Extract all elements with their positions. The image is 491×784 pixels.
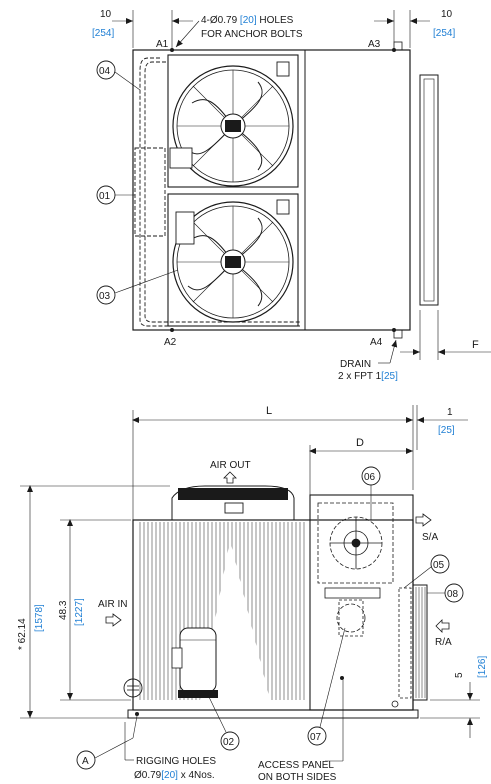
corner-label-a3: A3 [368, 39, 381, 50]
fan-panel-upper [167, 54, 299, 188]
svg-text:05: 05 [433, 560, 445, 571]
marker-a: A [76, 715, 138, 770]
svg-text:A: A [82, 756, 89, 767]
piping-dashed [139, 57, 300, 327]
svg-text:07: 07 [310, 732, 322, 743]
dim-gap-imperial: 1 [447, 407, 453, 418]
svg-text:02: 02 [223, 737, 235, 748]
svg-text:04: 04 [99, 66, 111, 77]
air-in-arrow-icon [105, 613, 122, 627]
callout-01: 01 [96, 185, 135, 205]
supply-air-arrow-icon [415, 513, 432, 527]
base-height-metric: [126] [477, 656, 488, 678]
fan-motor-box-upper [276, 61, 290, 77]
dim-right-imperial: 10 [441, 9, 453, 20]
dim-f-label: F [472, 339, 479, 351]
svg-text:01: 01 [99, 191, 111, 202]
air-out-arrow-icon [223, 471, 237, 484]
rigging-holes-label: RIGGING HOLES [136, 756, 216, 767]
blower-assembly [317, 502, 394, 637]
fan-guard-top [171, 485, 295, 520]
valve-cluster-1 [169, 147, 193, 169]
dim-gap-metric: [25] [438, 425, 455, 436]
corner-label-a2: A2 [164, 337, 177, 348]
access-panel-label: ACCESS PANEL [258, 760, 334, 771]
fan-motor-box-lower [276, 199, 290, 215]
unit-body [132, 519, 414, 711]
callout-06: 06 [361, 466, 381, 520]
anchor-hole-a2 [170, 328, 174, 332]
anchor-hole-a1 [170, 48, 174, 52]
dim-d-label: D [356, 437, 364, 449]
drain-label: DRAIN [340, 359, 371, 370]
blower-compartment [309, 494, 414, 711]
valve-cluster-2 [175, 211, 195, 245]
top-view-outline [132, 49, 411, 331]
component-01-outline [134, 147, 166, 237]
callout-05: 05 [403, 554, 450, 589]
piping-dashed-2 [144, 61, 300, 323]
dim-left-metric: [254] [92, 28, 114, 39]
corner-label-a4: A4 [370, 337, 383, 348]
anchor-holes-note: 4-Ø0.79 [20] HOLES [201, 15, 294, 26]
callout-08: 08 [427, 583, 464, 603]
rigging-hole [135, 712, 139, 716]
base-rail [127, 709, 419, 719]
height-total-metric: [1578] [34, 604, 45, 632]
compressor [171, 627, 218, 698]
svg-text:03: 03 [99, 291, 111, 302]
svg-text:06: 06 [364, 472, 376, 483]
callout-04: 04 [96, 60, 141, 91]
supply-air-label: S/A [422, 532, 438, 543]
height-coil-metric: [1227] [74, 598, 85, 626]
dim-right-metric: [254] [433, 28, 455, 39]
rigging-holes-spec: Ø0.79[20] x 4Nos. [134, 770, 215, 781]
height-coil-imperial: 48.3 [58, 600, 69, 620]
return-air-label: R/A [435, 637, 452, 648]
fan-lower [172, 201, 294, 323]
callout-02: 02 [207, 694, 240, 751]
dim-left-imperial: 10 [100, 9, 112, 20]
air-out-label: AIR OUT [210, 460, 251, 471]
top-view: 10 [254] 10 [254] 4-Ø0.79 [20] HOLES FOR… [92, 9, 491, 382]
anchor-holes-note-line2: FOR ANCHOR BOLTS [201, 29, 303, 40]
drain-spec: 2 x FPT 1[25] [338, 371, 398, 382]
return-air-filter [412, 584, 428, 701]
return-air-arrow-icon [435, 619, 450, 633]
fan-upper [172, 65, 294, 187]
fan-panel-lower [167, 193, 299, 327]
callout-07: 07 [307, 627, 346, 746]
air-in-label: AIR IN [98, 599, 127, 610]
front-view: L 1 [25] D AIR OUT [17, 405, 488, 783]
right-side-fin-panel [419, 74, 439, 306]
corner-label-a1: A1 [156, 39, 169, 50]
svg-text:08: 08 [447, 589, 459, 600]
height-total-imperial: * 62.14 [17, 618, 28, 650]
dim-l-label: L [266, 405, 272, 417]
callout-03: 03 [96, 269, 179, 305]
access-panel-sides: ON BOTH SIDES [258, 772, 337, 783]
base-height-imperial: 5 [454, 672, 465, 678]
access-panel-handle [340, 676, 344, 680]
